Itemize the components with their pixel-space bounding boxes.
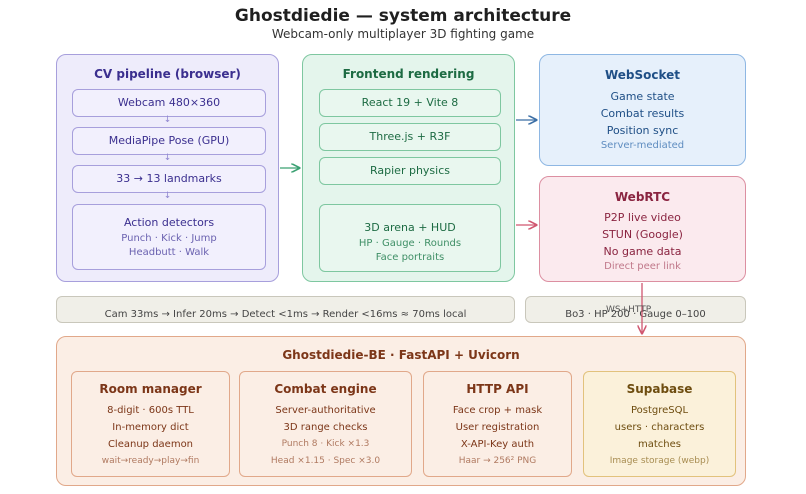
frontend-react: React 19 + Vite 8 [319, 89, 501, 117]
cv-action-detectors: Action detectors Punch · Kick · Jump Hea… [72, 204, 266, 270]
frontend-rapier: Rapier physics [319, 157, 501, 185]
webrtc-panel: WebRTC P2P live video STUN (Google) No g… [539, 176, 746, 282]
webrtc-line: STUN (Google) [602, 228, 683, 241]
frontend-title: Frontend rendering [342, 67, 475, 81]
frontend-arena-line2: Face portraits [375, 252, 445, 263]
backend-panel: Ghostdiedie-BE · FastAPI + Uvicorn Room … [56, 336, 746, 486]
cv-step-landmarks: 33 → 13 landmarks [72, 165, 266, 193]
diagram-subtitle: Webcam-only multiplayer 3D fighting game [271, 27, 535, 41]
cv-pipeline-panel: CV pipeline (browser) Webcam 480×360 ↓ M… [56, 54, 279, 282]
cv-detectors-line1: Punch · Kick · Jump [121, 233, 217, 244]
combat-engine-card: Combat engine Server-authoritative 3D ra… [239, 371, 412, 477]
http-api-line: X-API-Key auth [460, 439, 535, 450]
supabase-line: users · characters [614, 422, 705, 433]
room-manager-line: In-memory dict [112, 422, 189, 433]
frontend-arena: 3D arena + HUD HP · Gauge · Rounds Face … [319, 204, 501, 272]
http-api-note: Haar → 256² PNG [458, 456, 537, 466]
cv-step-webcam: Webcam 480×360 [72, 89, 266, 117]
supabase-note: Image storage (webp) [609, 456, 710, 466]
http-api-title: HTTP API [466, 382, 529, 396]
supabase-title: Supabase [626, 382, 693, 396]
diagram-title: Ghostdiedie — system architecture [234, 6, 572, 26]
down-arrow-icon: ↓ [163, 115, 172, 125]
room-manager-card: Room manager 8-digit · 600s TTL In-memor… [71, 371, 230, 477]
supabase-line: PostgreSQL [630, 405, 689, 416]
down-arrow-icon: ↓ [163, 153, 172, 163]
frontend-arena-label: 3D arena + HUD [364, 221, 456, 234]
http-api-card: HTTP API Face crop + mask User registrat… [423, 371, 572, 477]
websocket-title: WebSocket [604, 68, 681, 82]
room-manager-line: Cleanup daemon [107, 439, 194, 450]
ws-http-label: WS+HTTP [606, 305, 652, 315]
websocket-line: Combat results [600, 107, 685, 120]
webrtc-line: P2P live video [604, 211, 681, 224]
combat-engine-line: 3D range checks [283, 422, 368, 433]
webrtc-title: WebRTC [614, 190, 671, 204]
latency-strip: Cam 33ms → Infer 20ms → Detect <1ms → Re… [56, 296, 515, 323]
cv-pipeline-title: CV pipeline (browser) [94, 67, 241, 81]
webrtc-line: No game data [603, 245, 682, 258]
frontend-threejs: Three.js + R3F [319, 123, 501, 151]
supabase-card: Supabase PostgreSQL users · characters m… [583, 371, 736, 477]
combat-engine-line: Server-authoritative [275, 405, 376, 416]
combat-engine-note: Head ×1.15 · Spec ×3.0 [270, 456, 381, 466]
supabase-line: matches [638, 439, 681, 450]
websocket-panel: WebSocket Game state Combat results Posi… [539, 54, 746, 166]
room-manager-line: 8-digit · 600s TTL [107, 405, 194, 416]
http-api-line: Face crop + mask [452, 405, 543, 416]
frontend-panel: Frontend rendering React 19 + Vite 8 Thr… [302, 54, 515, 282]
combat-engine-note: Punch 8 · Kick ×1.3 [281, 439, 370, 449]
cv-step-mediapipe: MediaPipe Pose (GPU) [72, 127, 266, 155]
cv-detectors-label: Action detectors [123, 216, 215, 229]
cv-detectors-line2: Headbutt · Walk [128, 247, 210, 258]
http-api-line: User registration [455, 422, 540, 433]
room-manager-title: Room manager [99, 382, 202, 396]
backend-title: Ghostdiedie-BE · FastAPI + Uvicorn [282, 348, 520, 362]
webrtc-note: Direct peer link [604, 261, 681, 272]
combat-engine-title: Combat engine [274, 382, 377, 396]
room-manager-note: wait→ready→play→fin [101, 456, 200, 466]
frontend-arena-line1: HP · Gauge · Rounds [358, 238, 462, 249]
down-arrow-icon: ↓ [163, 191, 172, 201]
game-rules-strip: Bo3 · HP 200 · Gauge 0–100 [525, 296, 746, 323]
websocket-line: Position sync [606, 124, 679, 137]
websocket-note: Server-mediated [600, 140, 685, 151]
websocket-line: Game state [610, 90, 675, 103]
